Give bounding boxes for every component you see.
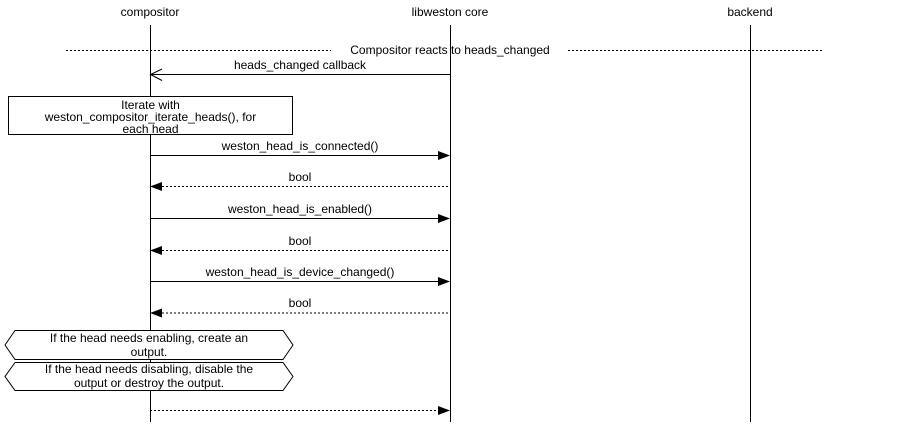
filled-arrowhead [438,214,450,223]
message-label-heads-changed-callback: heads_changed callback [233,58,367,72]
divider-label: Compositor reacts to heads_changed [350,43,550,57]
hexagon-note-disabling [4,362,294,391]
note-iterate-heads-text: Iterate with weston_compositor_iterate_h… [44,98,257,136]
hexagon-note-enabling-text: If the head needs enabling, create an ou… [49,331,249,359]
hexagon-note-enabling [4,330,294,360]
message-arrow-heads-changed-callback [149,68,450,81]
filled-arrowhead [150,308,162,318]
message-label-return-bool-2: bool [288,234,312,248]
participant-label-backend: backend [727,5,773,19]
filled-arrowhead [438,151,450,160]
message-arrow-return-bool-2 [150,246,450,255]
filled-arrowhead [438,406,450,415]
message-label-return-bool-1: bool [288,170,312,184]
message-label-return-bool-3: bool [288,296,312,310]
message-arrow-final [150,406,450,415]
message-arrow-is-connected [150,151,450,160]
message-arrow-is-enabled [150,214,450,223]
message-label-is-enabled: weston_head_is_enabled() [227,202,373,216]
message-label-is-device-changed: weston_head_is_device_changed() [205,265,395,279]
message-arrow-return-bool-3 [150,308,450,318]
message-arrow-return-bool-1 [150,182,450,191]
participant-label-compositor: compositor [120,5,180,19]
filled-arrowhead [150,182,162,191]
message-arrow-is-device-changed [150,277,450,286]
participant-label-libweston-core: libweston core [411,5,489,19]
open-arrowhead [149,68,163,81]
filled-arrowhead [438,277,450,286]
note-box [8,96,293,135]
message-label-is-connected: weston_head_is_connected() [221,139,379,153]
filled-arrowhead [150,246,162,255]
hexagon-note-disabling-text: If the head needs disabling, disable the… [44,362,254,390]
